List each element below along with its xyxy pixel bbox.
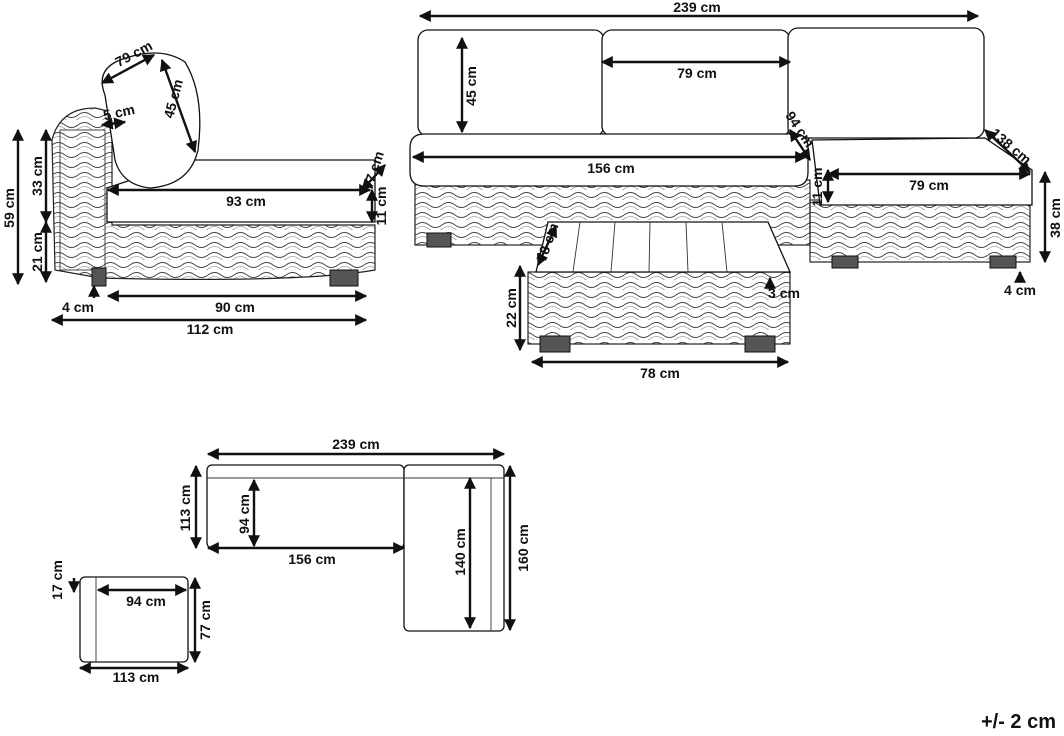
- sofa-back-cushion-1: [417, 29, 605, 137]
- plan-sofa-seat-depth-label: 94 cm: [236, 494, 252, 534]
- armchair-leg-height-label: 4 cm: [62, 299, 94, 315]
- plan-sofa-seat-length-label: 156 cm: [288, 551, 335, 567]
- table-wicker-base: [527, 271, 791, 345]
- sofa-seat-height-label: 11 cm: [809, 168, 825, 207]
- armchair-backrest-wicker: [59, 129, 106, 271]
- table-top-thickness-label: 3 cm: [768, 285, 800, 301]
- armchair-base-length-label: 90 cm: [215, 299, 255, 315]
- coffee-table: [527, 221, 791, 353]
- plan-chair-arm-label: 17 cm: [49, 560, 65, 600]
- sofa-seat-length-label: 156 cm: [587, 160, 634, 176]
- armchair-total-height-label: 59 cm: [1, 188, 17, 228]
- armchair-base-height-label: 21 cm: [29, 232, 45, 272]
- lounger-wicker-base: [809, 199, 1031, 263]
- sofa-leg-left: [426, 232, 452, 248]
- table-width-label: 78 cm: [640, 365, 680, 381]
- table-height-label: 22 cm: [503, 288, 519, 328]
- sofa-back-cushion-3: [787, 27, 985, 139]
- plan-chair-width-label: 113 cm: [113, 669, 160, 685]
- tolerance-label: +/- 2 cm: [980, 711, 1056, 733]
- armchair-side-view: [51, 52, 376, 287]
- armchair-leg-right: [329, 269, 359, 287]
- lounger-leg-left: [831, 255, 859, 269]
- armchair-seat-depth-label: 93 cm: [226, 193, 266, 209]
- armchair-cushion-thickness-label: 5 cm: [102, 101, 137, 123]
- plan-sofa-width-label: 239 cm: [332, 436, 379, 452]
- lounger-width-label: 79 cm: [909, 177, 949, 193]
- dimension-lines: [12, 10, 1051, 674]
- plan-lounger-seat-label: 140 cm: [452, 528, 468, 575]
- table-leg-right: [744, 335, 776, 353]
- sofa-cushion-width-label: 79 cm: [677, 65, 717, 81]
- table-planks: [572, 221, 728, 273]
- sofa-leg-height-label: 4 cm: [1004, 282, 1036, 298]
- sofa-back-cushion-2: [601, 29, 791, 137]
- armchair-leg-left: [91, 267, 107, 287]
- plan-lounger-total-label: 160 cm: [515, 524, 531, 571]
- sofa-total-height-label: 38 cm: [1047, 198, 1063, 238]
- sofa-total-width-label: 239 cm: [673, 0, 720, 15]
- plan-chair-seat-label: 94 cm: [126, 593, 166, 609]
- plan-chair-depth-label: 77 cm: [197, 600, 213, 640]
- sofa-cushion-height-label: 45 cm: [463, 66, 479, 106]
- table-leg-left: [539, 335, 571, 353]
- plan-sofa-depth-label: 113 cm: [177, 485, 193, 532]
- armchair-seat-height-label: 11 cm: [373, 187, 389, 226]
- lounger-leg-right: [989, 255, 1017, 269]
- armchair-total-length-label: 112 cm: [187, 321, 234, 337]
- lounger-seat-cushion: [811, 137, 1033, 206]
- armchair-back-height-label: 33 cm: [29, 156, 45, 196]
